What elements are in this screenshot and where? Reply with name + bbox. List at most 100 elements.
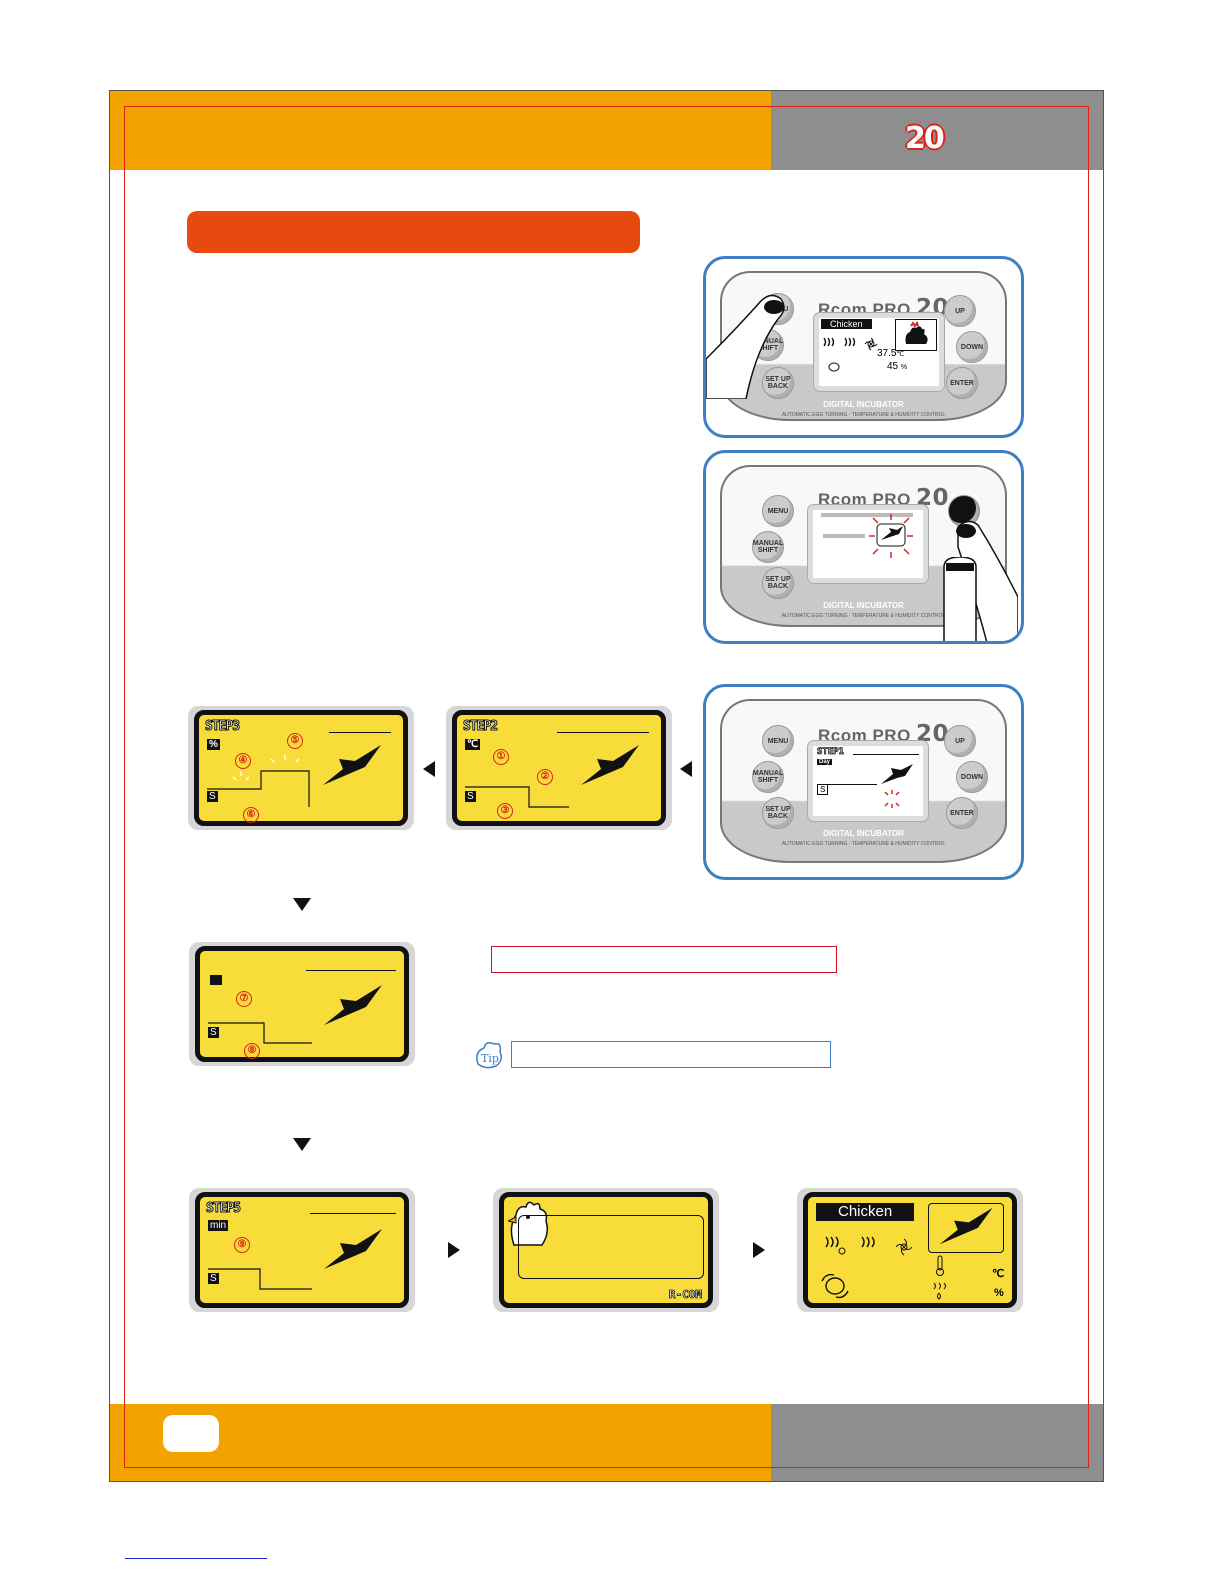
start-marker: S [208,1273,219,1284]
panel-subtitle: AUTOMATIC EGG TURNING · TEMPERATURE & HU… [781,613,946,619]
lcd-step2: STEP2 ℃ ① ② ③ S [446,706,672,830]
screen-line [329,732,391,733]
lcd-screen: R-COM [499,1192,713,1308]
tip-icon: Tip [476,1041,503,1069]
device-face: Rcom PRO 20 STEP1 Day S MENU MANUAL SHIF… [720,699,1007,863]
panel-subtitle: AUTOMATIC EGG TURNING · TEMPERATURE & HU… [781,841,946,847]
footer-bar [110,1404,771,1481]
screen-line [306,970,396,971]
lcd-screen: STEP2 ℃ ① ② ③ S [452,710,666,826]
callout-8: ⑧ [244,1043,260,1059]
menu-button[interactable]: MENU [762,725,794,757]
up-button[interactable]: UP [944,725,976,757]
finger-icon [943,557,977,641]
temp-unit: ℃ [992,1268,1005,1280]
setup-back-button[interactable]: SET UP BACK [762,367,794,399]
device-face: Rcom PRO 20 MENU MANUAL SHIFT SET UP BAC… [720,465,1007,627]
humidity-value: 45 % [887,361,908,372]
callout-5: ⑤ [287,733,303,749]
screen-line [853,754,919,755]
bird-icon [939,1207,993,1245]
up-button-pressed[interactable] [948,495,980,527]
setup-back-button[interactable]: SET UP BACK [762,567,794,599]
device-panel-1: Rcom PRO 20 Chicken 37.5℃ 45 % MENU MANU… [703,256,1024,438]
flow-arrow-right [448,1242,460,1258]
page-number: 20 [905,121,945,156]
unit-label: ℃ [465,739,481,750]
chicken-logo-icon [508,1201,549,1246]
lcd-screen: Chicken ℃ % [803,1192,1017,1308]
start-marker: S [465,791,476,802]
step-graph [208,1022,312,1044]
bird-icon [324,985,382,1025]
callout-4: ④ [235,753,251,769]
manual-shift-button[interactable]: MANUAL SHIFT [752,761,784,793]
lcd-screen: STEP3 % ④ ⑤ ⑥ S [194,710,408,826]
footer-side [771,1404,1103,1481]
screen-line [825,784,877,785]
finger-icon [706,294,785,399]
unit-label [210,975,222,985]
down-button[interactable]: DOWN [956,331,988,363]
device-screen [808,505,928,583]
enter-button[interactable]: ENTER [946,797,978,829]
blink-icon [884,790,900,808]
start-marker: S [208,1027,219,1038]
section-title-bar [187,211,640,253]
step-graph [465,786,569,808]
step-label: STEP1 [817,747,845,758]
warning-box [491,946,837,973]
up-button[interactable]: UP [944,295,976,327]
panel-title: DIGITAL INCUBATOR [823,601,904,610]
device-panel-3: Rcom PRO 20 STEP1 Day S MENU MANUAL SHIF… [703,684,1024,880]
bird-icon [323,745,381,785]
flow-arrow-down [293,1138,311,1151]
humidity-unit: % [994,1287,1004,1299]
status-icons [823,337,878,351]
screen-line [557,732,649,733]
temperature-value: 37.5℃ [877,348,905,359]
menu-button[interactable]: MENU [762,495,794,527]
enter-button[interactable]: ENTER [946,367,978,399]
lcd-step3: STEP3 % ④ ⑤ ⑥ S [188,706,414,830]
flow-arrow-down [293,898,311,911]
callout-2: ② [537,769,553,785]
unit-label: min [208,1220,229,1231]
rcom-logo: R-COM [668,1288,702,1302]
flow-arrow-right [753,1242,765,1258]
bird-frame [928,1203,1004,1253]
callout-1: ① [493,749,509,765]
panel-title: DIGITAL INCUBATOR [823,400,904,409]
step-graph [207,755,310,807]
step-label: STEP3 [204,719,240,735]
lcd-screen: ⑦ ⑧ S [195,946,409,1062]
callout-9: ⑨ [234,1237,250,1253]
callout-6: ⑥ [243,807,259,823]
flow-arrow-left [680,761,692,777]
callout-3: ③ [497,803,513,819]
device-screen: Chicken 37.5℃ 45 % [814,313,944,391]
egg-icon [828,362,840,372]
bird-icon [581,745,639,785]
humidity-icon [933,1282,946,1300]
header-side [771,91,1103,170]
device-screen: STEP1 Day S [808,741,928,821]
mode-label: Chicken [816,1203,915,1221]
start-marker: S [207,791,218,802]
unit-label: % [207,739,220,750]
start-marker: S [817,784,829,795]
callout-7: ⑦ [236,991,252,1007]
down-button[interactable]: DOWN [956,761,988,793]
page-frame [109,90,1104,1482]
manual-shift-button[interactable]: MANUAL SHIFT [752,531,784,563]
footer-page-pill [163,1415,219,1452]
mode-label: Chicken [821,319,872,329]
screen-line [821,513,913,517]
bird-icon-blinking [869,514,913,558]
step-label: STEP5 [205,1201,241,1217]
step-label: STEP2 [462,719,498,735]
egg-turn-icon [821,1273,849,1299]
setup-back-button[interactable]: SET UP BACK [762,797,794,829]
device-panel-2: Rcom PRO 20 MENU MANUAL SHIFT SET UP BAC… [703,450,1024,644]
status-icons [825,1236,913,1256]
